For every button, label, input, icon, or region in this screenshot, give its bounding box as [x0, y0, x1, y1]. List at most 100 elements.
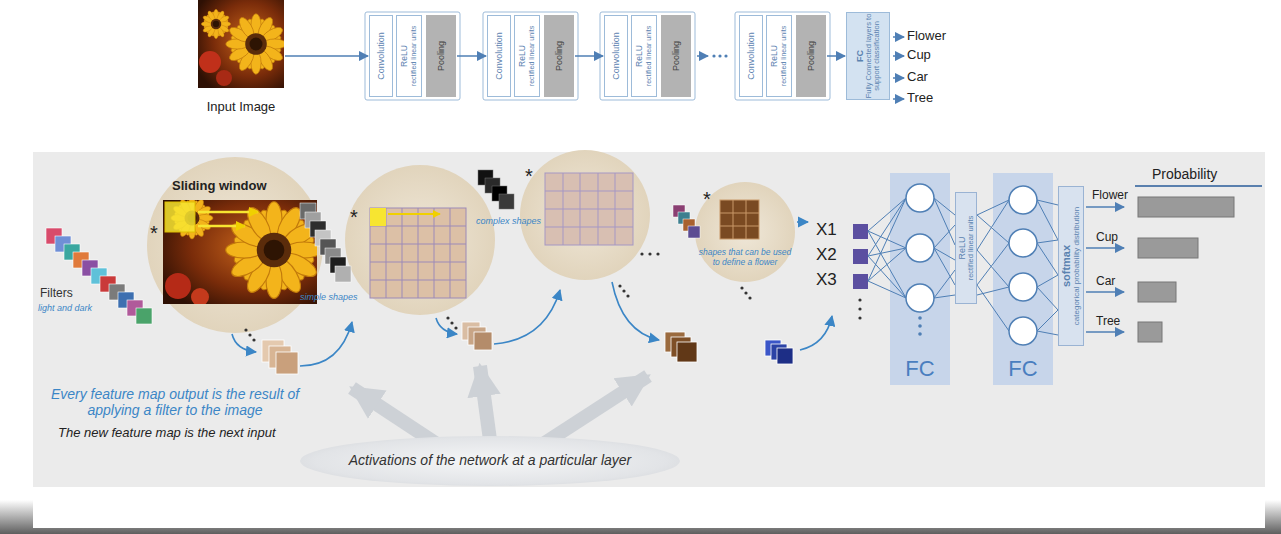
convolve-symbol: * [350, 206, 358, 229]
flow-arrow [285, 55, 368, 57]
class-label: Car [1096, 275, 1115, 289]
node-text: Activations of the network at a particul… [349, 453, 631, 469]
flow-arrow [827, 55, 845, 57]
node-text: Input Image [207, 100, 276, 115]
note-label: light and dark [38, 303, 92, 313]
pooling-layer: Pooling [544, 15, 574, 97]
rotated-text-holder: Pooling [797, 16, 825, 96]
pooling-layer: Pooling [661, 15, 691, 97]
node-text: rectified linear units [528, 26, 536, 86]
rotated-text-holder: Convolution [488, 16, 510, 96]
class-label: Tree [1096, 315, 1120, 329]
convolution-layer: Convolution [739, 15, 763, 97]
feature-grid [370, 173, 759, 298]
flow-arrow [575, 55, 603, 57]
window-label: Sliding window [172, 179, 267, 194]
rotated-text-holder: Convolution [370, 16, 392, 96]
node-text: Convolution [746, 32, 756, 80]
relu-layer: ReLUrectified linear units [766, 15, 792, 97]
relu-layer: ReLUrectified linear units [396, 15, 422, 97]
node-text: rectified linear units [967, 216, 975, 281]
simple-shape-squares [300, 203, 351, 282]
rotated-text-holder: ReLUrectified linear units [767, 16, 791, 96]
convolve-symbol: * [703, 188, 711, 211]
flower-shape-squares [673, 205, 700, 238]
rotated-text-holder: ReLUrectified linear units [515, 16, 539, 96]
rotated-text-holder: ReLUrectified linear units [956, 193, 976, 303]
feature-map-stack [262, 322, 793, 374]
input-image-picture [198, 0, 284, 88]
class-label: Cup [1096, 231, 1118, 245]
neuron [906, 184, 1037, 345]
input-image: Input Image [198, 0, 284, 118]
node-text: rectified linear units [410, 26, 418, 86]
convolution-layer: Convolution [604, 15, 628, 97]
activations-ellipse: Activations of the network at a particul… [300, 436, 680, 486]
pooling-layer: Pooling [426, 15, 456, 97]
caption-note: The new feature map is the next input [58, 426, 276, 441]
node-text: FC [905, 357, 934, 382]
node-text: ReLU [770, 45, 780, 67]
flow-curve [232, 222, 832, 366]
ellipsis-dots [712, 54, 727, 57]
node-text: FC [1008, 357, 1037, 382]
note-label: complex shapes [476, 216, 541, 226]
rotated-text-holder: softmaxcategorical probability distribut… [1059, 187, 1083, 345]
node-text: ReLU [635, 45, 645, 67]
rotated-text-holder: Pooling [427, 16, 455, 96]
ellipsis-dots [918, 316, 922, 336]
fc-band-fill [890, 173, 1053, 385]
node-text: Pooling [436, 41, 446, 71]
node-text: Convolution [376, 32, 386, 80]
sliding-window-picture [163, 196, 324, 306]
probability-bar [1138, 197, 1234, 342]
flow-arrow [457, 55, 486, 57]
class-label: Tree [907, 91, 933, 106]
fc-layer: FCFully Connected layers to support clas… [846, 12, 890, 100]
output-arrows [1086, 207, 1124, 332]
rotated-text-holder: Pooling [545, 16, 573, 96]
node-text: FC [855, 50, 865, 62]
input-label: X1 [816, 220, 837, 240]
input-label: X3 [816, 270, 837, 290]
node-text: categorical probability distribution [1073, 207, 1082, 325]
node-text: ReLU [957, 237, 967, 260]
node-text: Pooling [806, 41, 816, 71]
class-label: Car [907, 70, 928, 85]
node-text: rectified linear units [780, 26, 788, 86]
class-label: Flower [907, 29, 946, 44]
softmax-box: softmaxcategorical probability distribut… [1058, 186, 1084, 346]
fc-band: FC [890, 173, 950, 385]
focus-circle [147, 150, 795, 333]
node-text: ReLU [400, 45, 410, 67]
node-text: rectified linear units [645, 26, 653, 86]
relu-layer: ReLUrectified linear units [631, 15, 657, 97]
pooling-layer: Pooling [796, 15, 826, 97]
layer-group-outline [365, 12, 830, 100]
convolution-layer: Convolution [369, 15, 393, 97]
rotated-text-holder: Convolution [605, 16, 627, 96]
note-label: shapes that can be used to define a flow… [697, 248, 793, 268]
fc-band: FC [993, 173, 1053, 385]
caption-note: Every feature map output is the result o… [35, 386, 315, 418]
rotated-text-holder: Pooling [662, 16, 690, 96]
probability-axis [1135, 185, 1262, 187]
node-text: Pooling [671, 41, 681, 71]
node-text: softmax [1060, 245, 1072, 287]
filters-label: Filters [40, 287, 73, 301]
node-text: Convolution [611, 32, 621, 80]
class-label: Cup [907, 48, 931, 63]
axis-title: Probability [1152, 166, 1217, 182]
class-label: Flower [1092, 189, 1128, 203]
rotated-text-holder: ReLUrectified linear units [632, 16, 656, 96]
complex-shape-squares [478, 170, 514, 209]
convolution-layer: Convolution [487, 15, 511, 97]
relu-box: ReLUrectified linear units [955, 192, 977, 304]
convolve-symbol: * [525, 165, 533, 188]
node-text: Fully Connected layers to support classi… [865, 13, 882, 99]
input-vector [853, 224, 868, 289]
rotated-text-holder: FCFully Connected layers to support clas… [847, 13, 889, 99]
node-text: Pooling [554, 41, 564, 71]
rotated-text-holder: ReLUrectified linear units [397, 16, 421, 96]
